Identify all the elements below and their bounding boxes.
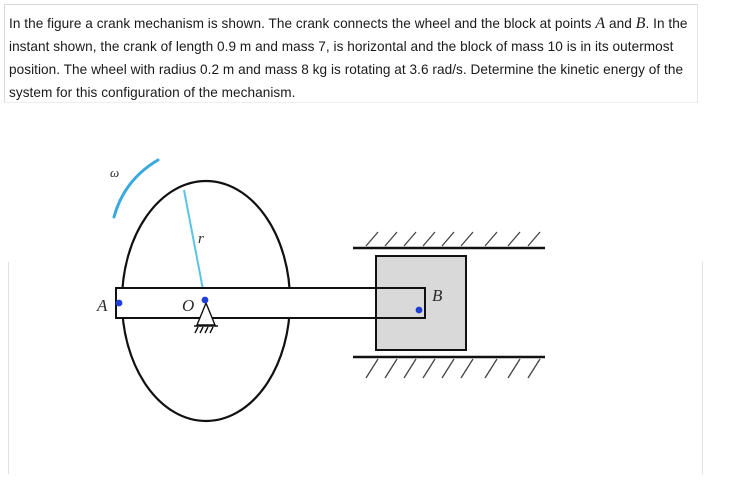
block [375, 255, 467, 351]
frame-right-edge [702, 262, 703, 474]
omega-label: ω [110, 165, 119, 180]
problem-statement-box: In the figure a crank mechanism is shown… [4, 4, 698, 103]
pin-a [115, 299, 123, 307]
lower-guide-hatching [365, 358, 541, 379]
point-b-label: B [432, 286, 443, 305]
point-b-variable: B [635, 15, 646, 32]
point-a-label: A [96, 296, 108, 315]
pin-o [201, 296, 209, 304]
radius-line [183, 189, 206, 301]
omega-arc [112, 158, 160, 219]
point-a-variable: A [595, 15, 606, 32]
problem-text-part-2: and [605, 16, 636, 31]
pin-support-o [194, 301, 218, 334]
problem-text-part-1: In the figure a crank mechanism is shown… [9, 16, 596, 31]
problem-text-part-3: . In the instant shown, the crank of len… [9, 16, 688, 100]
problem-text: In the figure a crank mechanism is shown… [9, 12, 691, 104]
frame-left-edge [8, 262, 9, 474]
radius-label: r [198, 231, 204, 247]
upper-guide-hatching [365, 231, 541, 247]
crank-end-in-block [376, 287, 426, 319]
center-o-label: O [182, 296, 194, 315]
pin-b [415, 306, 423, 314]
crank-bar [115, 287, 425, 319]
